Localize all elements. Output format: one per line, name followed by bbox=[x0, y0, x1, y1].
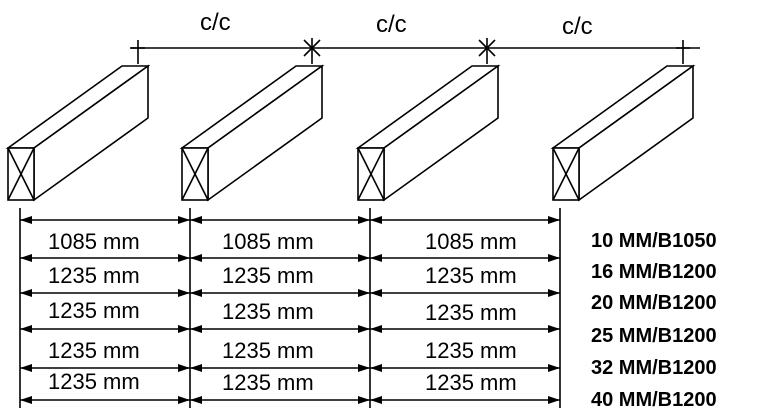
dimension-line bbox=[190, 289, 370, 297]
beam-section-cross bbox=[181, 147, 209, 201]
dim-label: 1085 mm bbox=[222, 229, 314, 254]
arrowhead bbox=[358, 396, 370, 404]
arrowhead bbox=[548, 396, 560, 404]
arrowhead bbox=[358, 325, 370, 333]
arrowhead bbox=[190, 289, 202, 297]
arrowhead bbox=[370, 396, 382, 404]
dimension-line bbox=[20, 289, 190, 297]
spec-label: 25 MM/B1200 bbox=[591, 325, 717, 347]
arrowhead bbox=[358, 364, 370, 372]
arrowhead bbox=[358, 254, 370, 262]
dim-label: 1235 mm bbox=[222, 338, 314, 363]
arrowhead bbox=[548, 289, 560, 297]
beams bbox=[5, 64, 696, 202]
dim-label: 1235 mm bbox=[48, 298, 140, 323]
beam-section-cross bbox=[7, 147, 35, 201]
arrowhead bbox=[548, 254, 560, 262]
arrowhead bbox=[548, 216, 560, 224]
center-tick-4 bbox=[676, 40, 690, 64]
spec-label: 20 MM/B1200 bbox=[591, 292, 717, 314]
dim-label: 1235 mm bbox=[425, 338, 517, 363]
dim-label: 1235 mm bbox=[222, 299, 314, 324]
beam-1 bbox=[5, 64, 151, 202]
dim-label: 1235 mm bbox=[48, 369, 140, 394]
arrowhead bbox=[190, 396, 202, 404]
dim-label: 1235 mm bbox=[425, 370, 517, 395]
spec-label: 32 MM/B1200 bbox=[591, 357, 717, 379]
arrowhead bbox=[190, 254, 202, 262]
spacing-label-2: c/c bbox=[376, 11, 407, 38]
arrowhead bbox=[20, 325, 32, 333]
dimension-line bbox=[190, 396, 370, 404]
dim-label: 1085 mm bbox=[48, 229, 140, 254]
dim-label: 1235 mm bbox=[48, 263, 140, 288]
arrowhead bbox=[548, 364, 560, 372]
dim-label: 1235 mm bbox=[222, 263, 314, 288]
dimension-line bbox=[20, 216, 190, 224]
arrowhead bbox=[178, 216, 190, 224]
beam-section-cross bbox=[552, 147, 580, 201]
arrowhead bbox=[370, 254, 382, 262]
arrowhead bbox=[178, 396, 190, 404]
dimension-line bbox=[190, 325, 370, 333]
arrowhead bbox=[358, 216, 370, 224]
dimension-line bbox=[20, 325, 190, 333]
arrowhead bbox=[20, 364, 32, 372]
arrowhead bbox=[178, 289, 190, 297]
dimension-line bbox=[20, 396, 190, 404]
beam-3 bbox=[355, 64, 501, 202]
dimension-line bbox=[370, 325, 560, 333]
arrowhead bbox=[178, 364, 190, 372]
arrowhead bbox=[20, 289, 32, 297]
dim-label: 1235 mm bbox=[222, 370, 314, 395]
dimension-line bbox=[190, 254, 370, 262]
arrowhead bbox=[20, 396, 32, 404]
arrowhead bbox=[370, 289, 382, 297]
spec-label: 16 MM/B1200 bbox=[591, 261, 717, 283]
dim-label: 1085 mm bbox=[425, 229, 517, 254]
beam-2 bbox=[179, 64, 325, 202]
spacing-label-1: c/c bbox=[200, 9, 231, 36]
dimension-line bbox=[190, 216, 370, 224]
arrowhead bbox=[20, 216, 32, 224]
center-tick-1 bbox=[131, 40, 145, 64]
spacing-label-3: c/c bbox=[562, 13, 593, 40]
arrowhead bbox=[20, 254, 32, 262]
dimension-line bbox=[370, 289, 560, 297]
arrowhead bbox=[190, 216, 202, 224]
center-tick-2 bbox=[303, 38, 321, 64]
dimension-line bbox=[370, 396, 560, 404]
arrowhead bbox=[190, 325, 202, 333]
beam-4 bbox=[550, 64, 696, 202]
dim-label: 1235 mm bbox=[425, 263, 517, 288]
arrowhead bbox=[190, 364, 202, 372]
spec-label: 10 MM/B1050 bbox=[591, 230, 717, 252]
arrowhead bbox=[370, 325, 382, 333]
beam-section-cross bbox=[357, 147, 385, 201]
dim-label: 1235 mm bbox=[425, 300, 517, 325]
arrowhead bbox=[178, 254, 190, 262]
arrowhead bbox=[178, 325, 190, 333]
dimension-line bbox=[20, 254, 190, 262]
dimension-line bbox=[370, 364, 560, 372]
dimension-line bbox=[190, 364, 370, 372]
center-tick-3 bbox=[478, 38, 496, 64]
dimension-line bbox=[20, 364, 190, 372]
arrowhead bbox=[358, 289, 370, 297]
arrowhead bbox=[370, 216, 382, 224]
arrowhead bbox=[370, 364, 382, 372]
arrowhead bbox=[548, 325, 560, 333]
spec-label: 40 MM/B1200 bbox=[591, 389, 717, 411]
dimension-lines bbox=[20, 216, 560, 404]
dimension-line bbox=[370, 216, 560, 224]
dim-label: 1235 mm bbox=[48, 338, 140, 363]
dimension-line bbox=[370, 254, 560, 262]
